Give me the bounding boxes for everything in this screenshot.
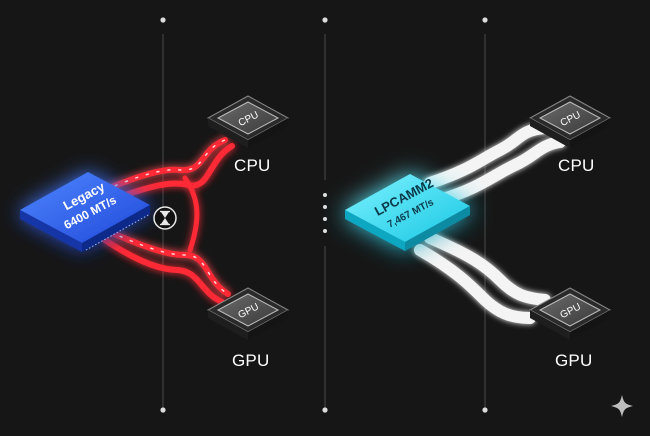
right-cpu-caption: CPU bbox=[558, 156, 595, 175]
divider-right bbox=[482, 17, 488, 413]
lpcamm2-memory-module bbox=[345, 174, 470, 251]
divider-center bbox=[322, 17, 328, 413]
hourglass-icon bbox=[153, 206, 177, 230]
left-cpu-caption: CPU bbox=[234, 156, 271, 175]
left-traces bbox=[102, 137, 235, 305]
sparkle-icon bbox=[611, 395, 633, 417]
legacy-memory-module bbox=[20, 172, 150, 252]
left-gpu-caption: GPU bbox=[232, 351, 270, 370]
right-traces bbox=[414, 122, 566, 324]
right-gpu-caption: GPU bbox=[555, 351, 593, 370]
